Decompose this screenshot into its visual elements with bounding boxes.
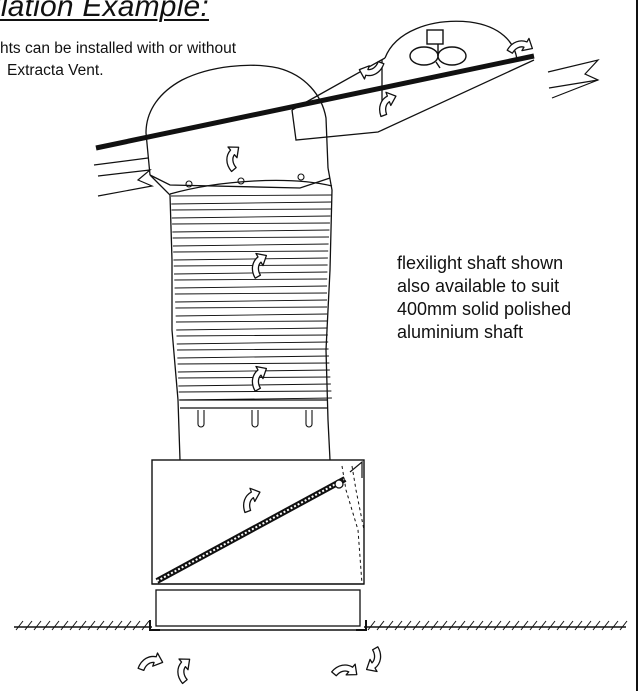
flexible-shaft	[149, 167, 333, 461]
callout-line-2: also available to suit	[397, 276, 560, 296]
curved-arrow-icon	[251, 365, 268, 392]
callout-line-3: 400mm solid polished	[397, 299, 572, 319]
curved-arrow-icon	[331, 663, 358, 677]
diffuser-box	[151, 459, 365, 627]
curved-arrow-icon	[251, 252, 268, 279]
note-line-1: hts can be installed with or without	[0, 40, 237, 57]
callout-line-1: flexilight shaft shown	[397, 253, 564, 273]
airflow-arrows	[137, 37, 534, 685]
note-line-2: Extracta Vent.	[7, 62, 104, 79]
curved-arrow-icon	[242, 487, 261, 514]
curved-arrow-icon	[365, 646, 382, 673]
fan-icon	[409, 29, 467, 69]
curved-arrow-icon	[226, 146, 240, 173]
roof	[93, 53, 600, 197]
skylight-dome	[145, 64, 331, 189]
shaft-callout: flexilight shaft shown also available to…	[397, 252, 571, 344]
page-title: llation Example:	[0, 0, 209, 23]
shaft-corrugation	[170, 194, 333, 401]
installation-note: hts can be installed with or without Ext…	[0, 38, 236, 82]
curved-arrow-icon	[378, 91, 397, 118]
curved-arrow-icon	[506, 37, 534, 54]
curved-arrow-icon	[137, 652, 164, 672]
curved-arrow-icon	[177, 658, 191, 685]
curved-arrow-icon	[358, 60, 385, 80]
ceiling	[14, 620, 628, 631]
callout-line-4: aluminium shaft	[397, 322, 524, 342]
